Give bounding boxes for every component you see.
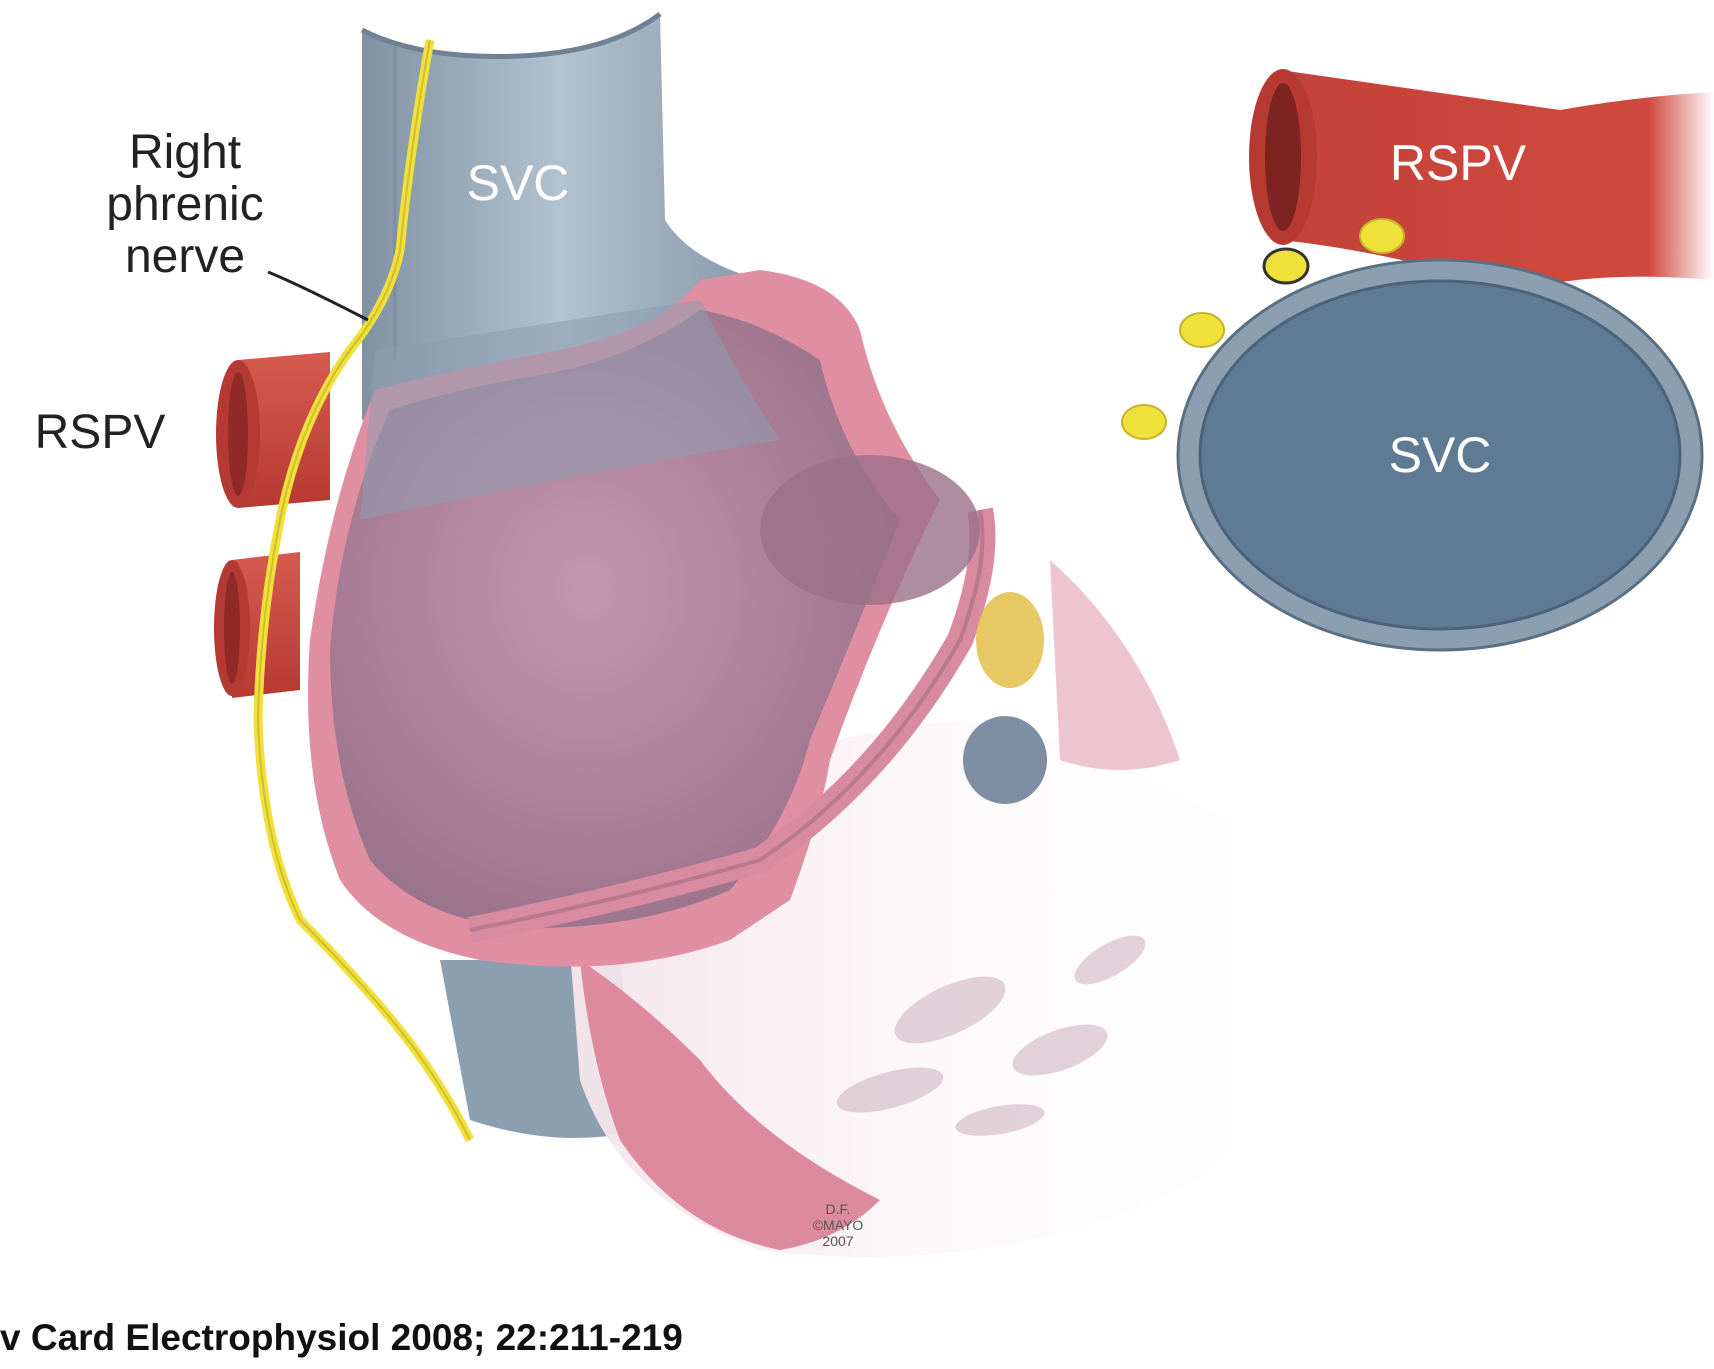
coronary-sinus bbox=[963, 716, 1047, 804]
signature-line2: ©MAYO bbox=[813, 1217, 864, 1233]
label-phrenic-line3: nerve bbox=[125, 230, 245, 283]
label-svc-main: SVC bbox=[467, 155, 570, 211]
signature-line1: D.F. bbox=[826, 1201, 851, 1217]
fat-pad bbox=[976, 592, 1044, 688]
signature-line3: 2007 bbox=[822, 1233, 853, 1249]
label-phrenic-line1: Right bbox=[129, 126, 241, 179]
label-rspv-left: RSPV bbox=[35, 406, 166, 459]
label-rspv-inset: RSPV bbox=[1390, 135, 1527, 191]
heart-illustration bbox=[214, 14, 1328, 1257]
phrenic-leader-line bbox=[268, 272, 368, 320]
label-phrenic-line2: phrenic bbox=[106, 178, 263, 231]
label-svc-inset: SVC bbox=[1389, 427, 1492, 483]
crista-bulge bbox=[760, 455, 980, 605]
citation: v Card Electrophysiol 2008; 22:211-219 bbox=[0, 1317, 683, 1358]
